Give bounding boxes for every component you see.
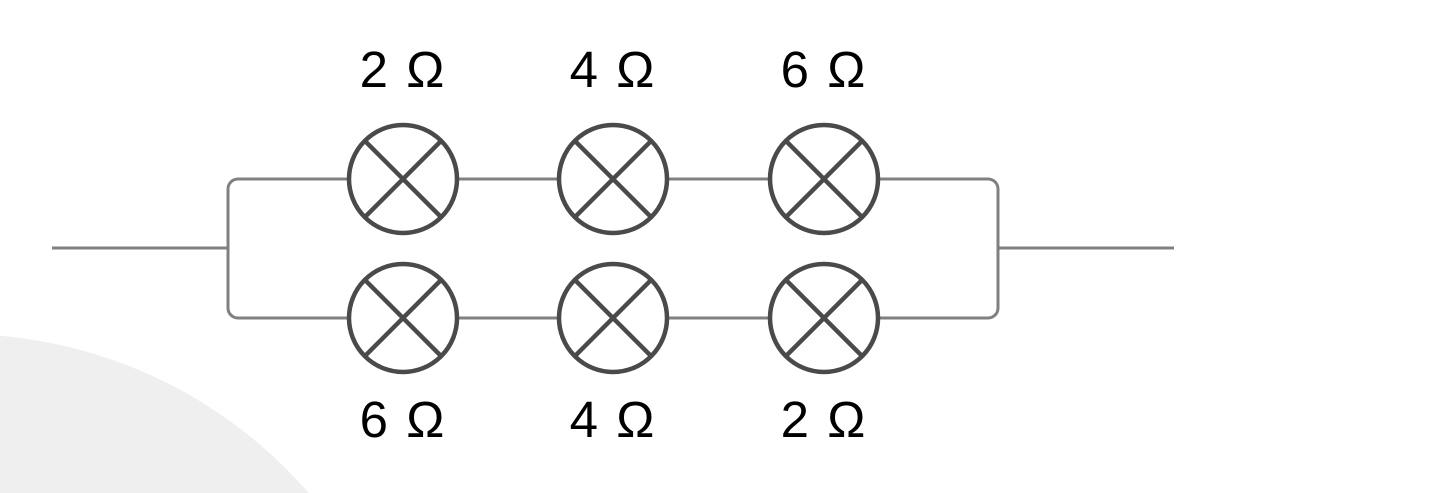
lamp-icon-top-3 <box>767 122 881 236</box>
lamp-icon-bottom-3 <box>767 261 881 375</box>
lamps <box>346 122 881 375</box>
lamp-icon-top-1 <box>346 122 460 236</box>
lamp-icon-bottom-2 <box>556 261 670 375</box>
resistance-label-top-3: 6 Ω <box>781 41 868 98</box>
resistance-label-bottom-1: 6 Ω <box>360 391 447 448</box>
resistance-label-bottom-3: 2 Ω <box>781 391 868 448</box>
lamp-icon-top-2 <box>556 122 670 236</box>
resistance-label-top-1: 2 Ω <box>360 41 447 98</box>
resistance-label-bottom-2: 4 Ω <box>570 391 657 448</box>
lamp-icon-bottom-1 <box>346 261 460 375</box>
background-corner-shape <box>0 335 309 493</box>
resistance-label-top-2: 4 Ω <box>570 41 657 98</box>
